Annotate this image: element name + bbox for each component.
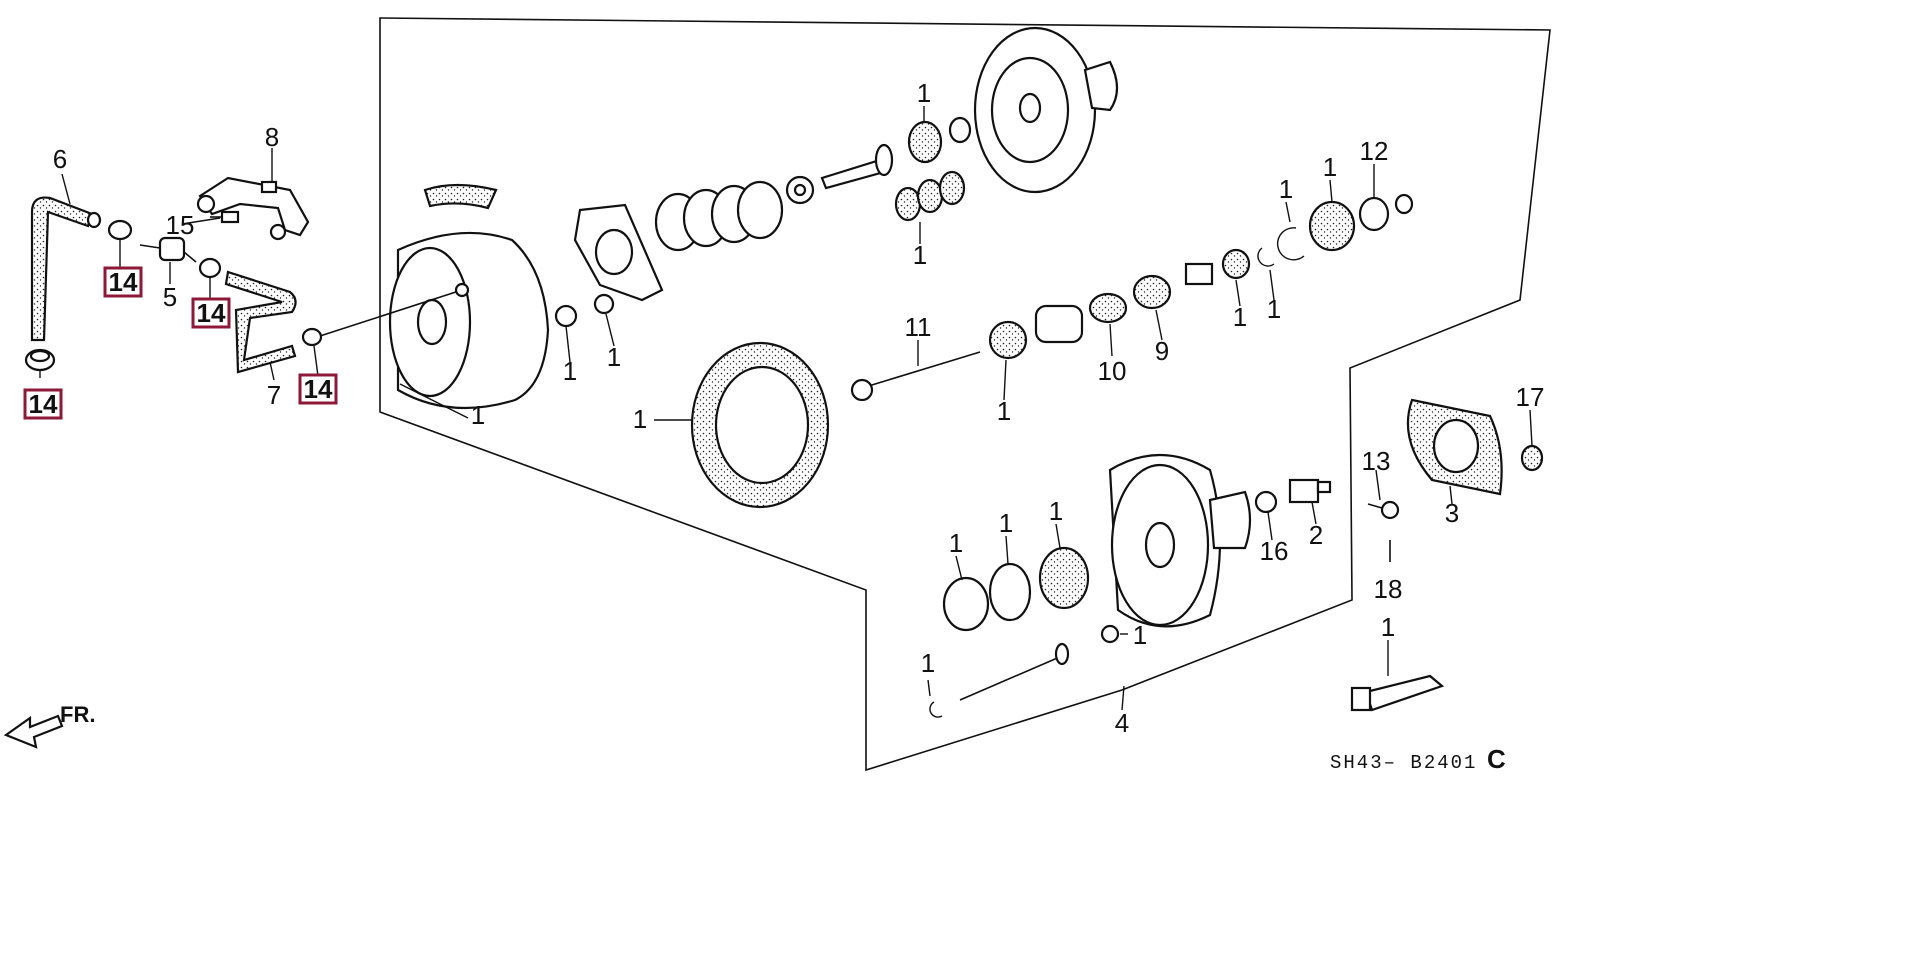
callout-1-seal-big: 1 (633, 404, 647, 434)
diaphragm-plate (973, 26, 1119, 194)
bellows-cap (894, 116, 972, 222)
callout-7: 7 (267, 380, 281, 410)
gasket-3 (1406, 398, 1503, 496)
callout-1-oring-a: 1 (999, 508, 1013, 538)
callout-1-cap: 1 (917, 78, 931, 108)
callout-17: 17 (1516, 382, 1545, 412)
callout-1-ring-a: 1 (1233, 302, 1247, 332)
callout-1-washer-c: 1 (1133, 620, 1147, 650)
shell-seal (690, 341, 830, 509)
callout-15: 15 (166, 210, 195, 240)
pin-13 (1367, 500, 1400, 520)
callout-box-14d (23, 388, 63, 420)
callout-1-clip-b: 1 (1279, 174, 1293, 204)
push-rod-piston (820, 143, 894, 190)
front-direction-arrow-icon (3, 714, 64, 749)
hose-clamp (24, 219, 323, 372)
callout-1-clip-c: 1 (921, 648, 935, 678)
callout-10: 10 (1098, 356, 1127, 386)
bolt-15 (210, 210, 240, 224)
callout-2: 2 (1309, 520, 1323, 550)
callout-box-14b (191, 297, 231, 329)
callout-14c: 14 (304, 374, 333, 404)
valve-body (988, 193, 1414, 360)
brake-booster-exploded-diagram: 6 8 15 14 5 14 7 14 14 1 1 1 1 1 1 11 1 … (3, 17, 1551, 774)
callout-1-spring-small: 1 (913, 240, 927, 270)
vacuum-hose-7 (224, 270, 297, 374)
callout-18: 18 (1374, 574, 1403, 604)
callout-5: 5 (163, 282, 177, 312)
callout-1-bush: 1 (997, 396, 1011, 426)
grease-tube (1350, 674, 1445, 712)
callout-12: 12 (1360, 136, 1389, 166)
callout-13: 13 (1362, 446, 1391, 476)
booster-rear-shell (1108, 454, 1252, 628)
vacuum-hose-6 (30, 196, 102, 342)
callout-14a: 14 (109, 267, 138, 297)
callout-6: 6 (53, 144, 67, 174)
callout-16: 16 (1260, 536, 1289, 566)
callout-11: 11 (905, 312, 932, 342)
diagram-code: SH43– B2401 (1330, 752, 1477, 774)
callout-1-grease: 1 (1381, 612, 1395, 642)
spring-washer (785, 175, 815, 205)
callout-1-oring-b: 1 (1049, 496, 1063, 526)
nut-16 (1254, 490, 1278, 514)
callout-box-14c (298, 373, 338, 405)
diagram-code-suffix: C (1487, 744, 1506, 774)
check-valve-5 (139, 236, 197, 263)
mounting-plate (554, 203, 664, 328)
return-spring (654, 180, 784, 252)
callout-14b: 14 (197, 298, 226, 328)
callout-1-bolt: 1 (471, 400, 485, 430)
booster-front-shell (319, 183, 550, 410)
output-rod (959, 642, 1070, 701)
callout-4: 4 (1115, 708, 1129, 738)
lower-seals (929, 546, 1120, 718)
callout-leader-lines (39, 106, 1533, 711)
direction-label: FR. (60, 702, 95, 727)
callout-9: 9 (1155, 336, 1169, 366)
callout-3: 3 (1445, 498, 1459, 528)
callout-1-clip-a: 1 (1267, 294, 1281, 324)
nut-17 (1520, 444, 1544, 472)
push-rod-11 (850, 351, 981, 402)
callout-1-lock: 1 (949, 528, 963, 558)
callout-1-washer-a: 1 (563, 356, 577, 386)
assembly-frame (379, 17, 1551, 772)
clevis-2 (1288, 478, 1332, 504)
callout-14d: 14 (29, 389, 58, 419)
callout-box-14a (103, 266, 143, 298)
callout-8: 8 (265, 122, 279, 152)
callout-1-filter: 1 (1323, 152, 1337, 182)
hose-bracket-8 (196, 176, 310, 241)
callout-1-washer-b: 1 (607, 342, 621, 372)
